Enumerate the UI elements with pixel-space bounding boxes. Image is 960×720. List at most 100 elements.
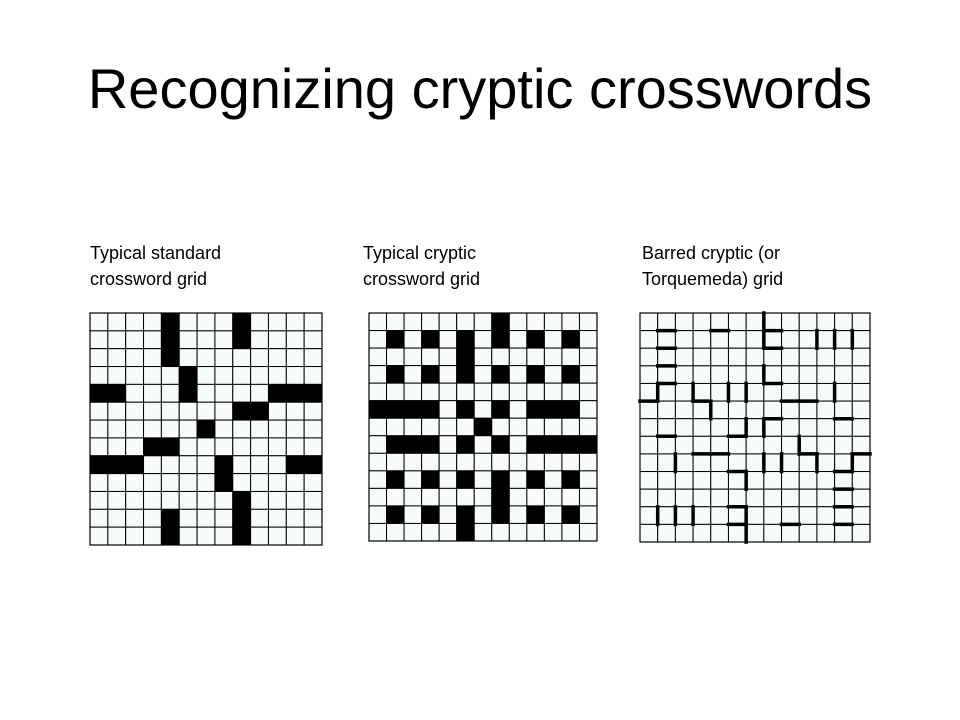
- white-square: [267, 526, 287, 546]
- white-square: [674, 506, 694, 525]
- white-square: [674, 365, 694, 384]
- white-square: [267, 473, 287, 492]
- white-square: [403, 452, 423, 472]
- white-square: [267, 455, 287, 475]
- white-square: [526, 382, 545, 402]
- caption-line: Typical standard: [90, 243, 222, 263]
- white-square: [368, 312, 388, 332]
- black-square: [526, 505, 545, 524]
- white-square: [508, 365, 528, 384]
- white-square: [456, 382, 475, 402]
- black-square: [232, 526, 252, 546]
- white-square: [781, 312, 800, 332]
- white-square: [473, 487, 493, 507]
- white-square: [285, 401, 305, 421]
- white-square: [303, 473, 323, 492]
- white-square: [250, 366, 269, 385]
- white-square: [368, 452, 388, 472]
- white-square: [285, 366, 305, 385]
- white-square: [561, 382, 580, 402]
- white-square: [763, 382, 783, 402]
- white-square: [834, 365, 853, 384]
- white-square: [781, 506, 800, 525]
- black-square: [526, 330, 545, 349]
- white-square: [816, 453, 836, 473]
- white-square: [89, 490, 109, 510]
- black-square: [456, 470, 475, 489]
- white-square: [368, 347, 388, 367]
- white-square: [491, 382, 510, 402]
- white-square: [143, 348, 162, 368]
- caption-line: crossword grid: [363, 269, 481, 289]
- caption-barred-grid: Barred cryptic (or Torquemeda) grid: [642, 240, 783, 292]
- white-square: [438, 330, 458, 349]
- white-square: [473, 505, 493, 524]
- black-square: [526, 400, 545, 419]
- white-square: [160, 455, 180, 475]
- white-square: [438, 400, 458, 419]
- caption-cryptic-grid: Typical cryptic crossword grid: [363, 240, 480, 292]
- white-square: [438, 417, 458, 437]
- white-square: [508, 505, 528, 524]
- black-square: [543, 435, 563, 454]
- white-square: [508, 417, 528, 437]
- white-square: [107, 437, 127, 457]
- white-square: [763, 347, 783, 367]
- white-square: [303, 366, 323, 385]
- white-square: [89, 437, 109, 457]
- white-square: [543, 365, 563, 384]
- white-square: [386, 347, 405, 367]
- white-square: [196, 508, 216, 528]
- black-square: [160, 437, 180, 457]
- white-square: [285, 312, 305, 332]
- white-square: [834, 488, 853, 508]
- white-square: [508, 400, 528, 419]
- white-square: [692, 382, 712, 402]
- white-square: [578, 365, 598, 384]
- black-square: [456, 505, 475, 524]
- white-square: [178, 490, 198, 510]
- black-square: [561, 505, 580, 524]
- black-square: [196, 419, 216, 439]
- white-square: [578, 330, 598, 349]
- black-square: [421, 400, 440, 419]
- white-square: [125, 508, 145, 528]
- white-square: [368, 522, 388, 542]
- white-square: [89, 330, 109, 350]
- white-square: [710, 488, 729, 508]
- standard-crossword-grid: [89, 312, 323, 546]
- white-square: [798, 312, 818, 332]
- white-square: [303, 437, 323, 457]
- black-square: [421, 365, 440, 384]
- white-square: [798, 400, 818, 420]
- white-square: [710, 523, 729, 543]
- black-square: [160, 348, 180, 368]
- white-square: [639, 506, 659, 525]
- white-square: [232, 437, 252, 457]
- white-square: [798, 330, 818, 349]
- white-square: [763, 488, 783, 508]
- white-square: [143, 419, 162, 439]
- white-square: [798, 382, 818, 402]
- white-square: [816, 400, 836, 420]
- white-square: [727, 312, 747, 332]
- white-square: [781, 453, 800, 473]
- black-square: [160, 508, 180, 528]
- white-square: [421, 522, 440, 542]
- white-square: [250, 508, 269, 528]
- white-square: [143, 312, 162, 332]
- white-square: [125, 312, 145, 332]
- white-square: [438, 347, 458, 367]
- white-square: [798, 523, 818, 543]
- white-square: [692, 488, 712, 508]
- white-square: [763, 453, 783, 473]
- white-square: [232, 455, 252, 475]
- white-square: [89, 401, 109, 421]
- white-square: [285, 508, 305, 528]
- white-square: [125, 383, 145, 403]
- white-square: [508, 470, 528, 489]
- white-square: [438, 312, 458, 332]
- white-square: [657, 488, 676, 508]
- black-square: [178, 366, 198, 385]
- white-square: [834, 347, 853, 367]
